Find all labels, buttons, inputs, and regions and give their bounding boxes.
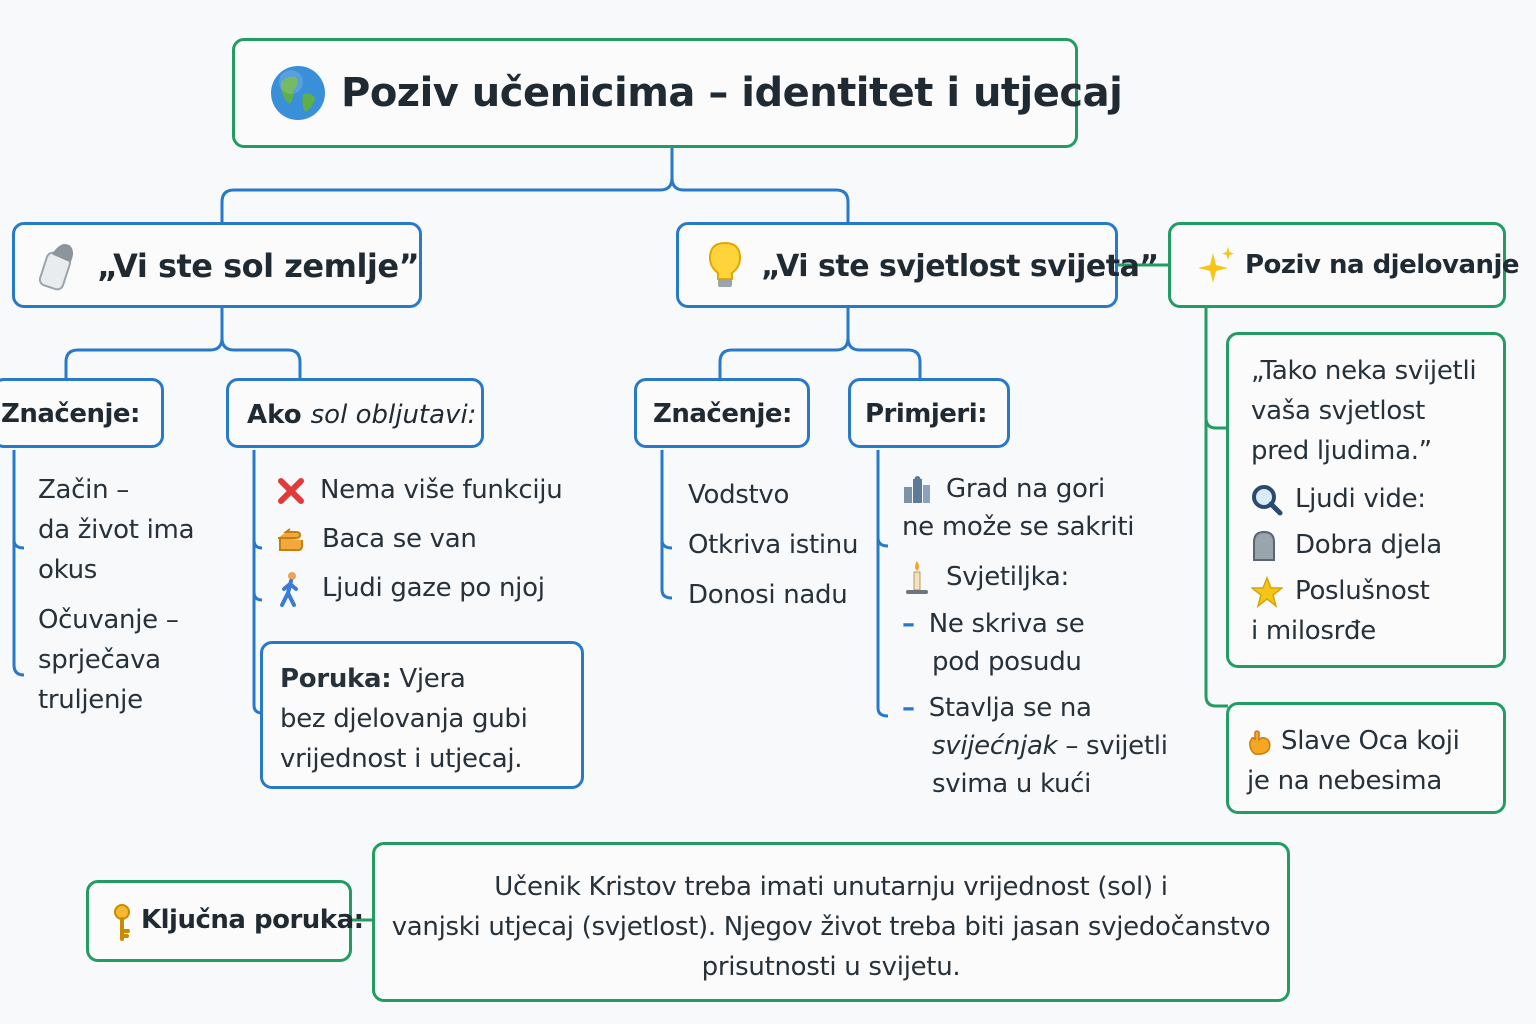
light-meaning-box: Značenje: — [634, 378, 810, 448]
lightbulb-icon — [708, 241, 742, 287]
action-quote-box: „Tako neka svijetli vaša svjetlost pred … — [1226, 332, 1506, 668]
salt-message-label: Poruka: — [280, 664, 392, 694]
list-item: okus — [38, 555, 97, 585]
list-item: Grad na gori — [902, 470, 1168, 508]
salt-meaning-list: Začin – da život ima okus Očuvanje – spr… — [38, 470, 195, 720]
list-item: pod posudu — [932, 646, 1082, 677]
list-item: Ljudi gaze po njoj — [276, 568, 562, 608]
list-item: svima u kući — [932, 768, 1092, 799]
list-item: Začin – — [38, 475, 129, 505]
light-examples-box: Primjeri: — [848, 378, 1010, 448]
key-message: Učenik Kristov treba imati unutarnju vri… — [391, 872, 1271, 982]
action-label: Poziv na djelovanje — [1245, 250, 1520, 280]
salt-spoils-box: Ako sol obljutavi: — [226, 378, 484, 448]
salt-header-box: „Vi ste sol zemlje” — [12, 222, 422, 308]
list-item: Vodstvo — [688, 480, 790, 510]
cross-mark-icon — [278, 477, 304, 504]
salt-spoils-label: Ako sol obljutavi: — [247, 400, 476, 430]
list-item: da život ima — [38, 515, 195, 545]
light-header-box: „Vi ste svjetlost svijeta” — [676, 222, 1159, 308]
salt-message-box: Poruka: Vjera bez djelovanja gubi vrijed… — [260, 641, 584, 789]
hand-icon — [1249, 729, 1271, 755]
salt-message: Poruka: Vjera bez djelovanja gubi vrijed… — [280, 664, 528, 774]
star-icon — [1251, 575, 1283, 608]
page-title: Poziv učenicima – identitet i utjecaj — [341, 70, 1123, 116]
list-item: –Ne skriva se — [902, 608, 1085, 639]
list-item: ne može se sakriti — [902, 512, 1135, 542]
action-glorify: Slave Oca koji je na nebesima — [1247, 726, 1460, 796]
list-item: Dobra djela — [1251, 525, 1476, 565]
pointing-hand-icon — [278, 527, 303, 551]
light-examples-label: Primjeri: — [865, 399, 988, 429]
light-meaning-label: Značenje: — [653, 399, 792, 429]
list-item: Očuvanje – — [38, 605, 179, 635]
light-label: „Vi ste svjetlost svijeta” — [761, 249, 1159, 284]
list-item: Donosi nadu — [688, 580, 848, 610]
salt-spoils-prefix: Ako — [247, 400, 311, 430]
list-item: Ljudi vide: — [1251, 479, 1476, 519]
walking-person-icon — [280, 571, 298, 607]
salt-spoils-suffix: obljutavi: — [347, 400, 477, 430]
list-item: Svjetiljka: — [902, 558, 1168, 597]
title-box: Poziv učenicima – identitet i utjecaj — [232, 38, 1123, 148]
magnifier-icon — [1252, 484, 1283, 515]
key-label-box: Ključna poruka: — [86, 880, 364, 962]
salt-meaning-label: Značenje: — [1, 399, 140, 429]
list-item: Otkriva istinu — [688, 530, 859, 560]
dash-bullet: – — [902, 692, 915, 723]
sparkles-icon — [1198, 247, 1234, 283]
key-message-box: Učenik Kristov treba imati unutarnju vri… — [372, 842, 1290, 1002]
list-item: sprječava — [38, 645, 161, 675]
light-examples-list: Grad na gori ne može se sakriti Svjetilj… — [902, 470, 1168, 803]
globe-icon — [271, 66, 325, 120]
key-label: Ključna poruka: — [141, 905, 364, 935]
salt-shaker-icon — [38, 243, 74, 291]
salt-spoils-word: sol — [310, 400, 348, 430]
tombstone-icon — [1253, 530, 1275, 561]
list-item: Poslušnost — [1251, 571, 1476, 611]
list-item: Nema više funkciju — [276, 470, 563, 510]
list-item: –Stavlja se na — [902, 692, 1092, 723]
candle-icon — [906, 560, 928, 594]
salt-meaning-box: Značenje: — [0, 378, 164, 448]
light-meaning-list: Vodstvo Otkriva istinu Donosi nadu — [688, 470, 858, 620]
list-item: svijećnjak – svijetli — [932, 730, 1168, 761]
city-icon — [904, 475, 930, 503]
action-quote: „Tako neka svijetli vaša svjetlost pred … — [1251, 356, 1477, 646]
list-item: Baca se van — [276, 519, 562, 559]
action-header-box: Poziv na djelovanje — [1168, 222, 1520, 308]
list-item: truljenje — [38, 685, 143, 715]
key-icon — [114, 904, 130, 941]
salt-consequences-list: Nema više funkciju Baca se van Ljudi gaz… — [276, 470, 563, 608]
dash-bullet: – — [902, 608, 915, 639]
salt-label: „Vi ste sol zemlje” — [97, 247, 420, 285]
action-glorify-box: Slave Oca koji je na nebesima — [1226, 702, 1506, 814]
